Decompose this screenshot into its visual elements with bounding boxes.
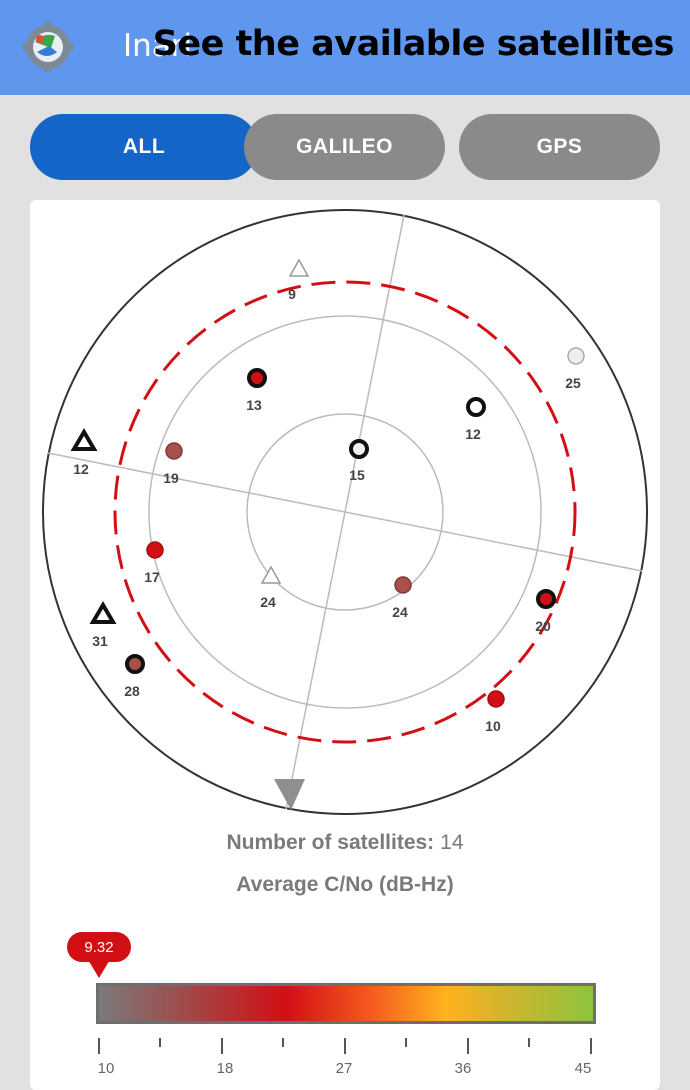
scale-tick: [159, 1038, 161, 1047]
satellite-id-label: 24: [392, 604, 408, 620]
skyplot-card: [30, 200, 660, 1090]
cno-marker-pointer-icon: [87, 958, 111, 978]
satellite-marker[interactable]: 17: [144, 541, 164, 585]
scale-tick: [590, 1038, 592, 1054]
satellite-marker[interactable]: 25: [565, 347, 585, 391]
satellite-marker[interactable]: 12: [70, 428, 98, 477]
tab-all[interactable]: ALL: [30, 114, 258, 180]
satellite-id-label: 15: [349, 467, 365, 483]
scale-tick-label: 45: [574, 1060, 592, 1077]
satellite-id-label: 12: [73, 461, 89, 477]
satellite-id-label: 17: [144, 569, 160, 585]
scale-tick-label: 10: [97, 1060, 115, 1077]
satellite-marker[interactable]: 20: [535, 589, 556, 634]
cno-threshold-ring: [113, 280, 577, 744]
settings-gear-icon[interactable]: [23, 22, 73, 72]
satellite-id-label: 12: [465, 426, 481, 442]
satellite-marker[interactable]: 12: [465, 397, 486, 442]
satellite-count: Number of satellites:14: [0, 831, 690, 855]
satellite-count-value: 14: [440, 831, 464, 854]
satellite-marker[interactable]: 24: [260, 565, 282, 610]
elevation-ring: [246, 413, 444, 611]
scale-tick-label: 27: [335, 1060, 353, 1077]
scale-tick-label: 36: [454, 1060, 472, 1077]
scale-tick: [467, 1038, 469, 1054]
satellite-count-label: Number of satellites:: [226, 831, 435, 854]
satellite-id-label: 31: [92, 633, 108, 649]
satellite-id-label: 10: [485, 718, 501, 734]
scale-tick: [98, 1038, 100, 1054]
satellite-id-label: 13: [246, 397, 262, 413]
satellite-marker[interactable]: 28: [124, 654, 145, 699]
tab-gps[interactable]: GPS: [459, 114, 660, 180]
satellite-marker[interactable]: 13: [246, 368, 267, 413]
satellite-id-label: 24: [260, 594, 276, 610]
satellite-id-label: 25: [565, 375, 581, 391]
average-cno-label: Average C/No (dB-Hz): [236, 873, 454, 896]
cno-color-scale: [96, 983, 596, 1024]
satellite-marker[interactable]: 10: [485, 690, 505, 734]
scale-tick: [221, 1038, 223, 1054]
cno-value-marker: 9.32: [67, 932, 131, 962]
satellite-id-label: 28: [124, 683, 140, 699]
elevation-ring: [148, 315, 542, 709]
horizon-ring: [42, 209, 648, 815]
satellite-marker[interactable]: 24: [392, 576, 412, 620]
satellite-id-label: 20: [535, 618, 551, 634]
satellite-marker[interactable]: 9: [288, 258, 310, 302]
east-west-axis: [47, 452, 643, 572]
scale-tick: [528, 1038, 530, 1047]
app-bar: Inari See the available satellites: [0, 0, 690, 95]
satellite-id-label: 9: [288, 286, 296, 302]
scale-tick: [405, 1038, 407, 1047]
satellite-marker[interactable]: 19: [163, 442, 183, 486]
screen-caption: See the available satellites: [152, 24, 675, 64]
heading-pointer-icon: [274, 779, 305, 810]
tab-galileo[interactable]: GALILEO: [244, 114, 445, 180]
app-name: Inari: [123, 28, 193, 64]
scale-tick: [344, 1038, 346, 1054]
satellite-id-label: 19: [163, 470, 179, 486]
scale-tick: [282, 1038, 284, 1047]
satellite-marker[interactable]: 15: [349, 439, 369, 483]
scale-tick-label: 18: [216, 1060, 234, 1077]
satellite-marker[interactable]: 31: [89, 601, 117, 649]
